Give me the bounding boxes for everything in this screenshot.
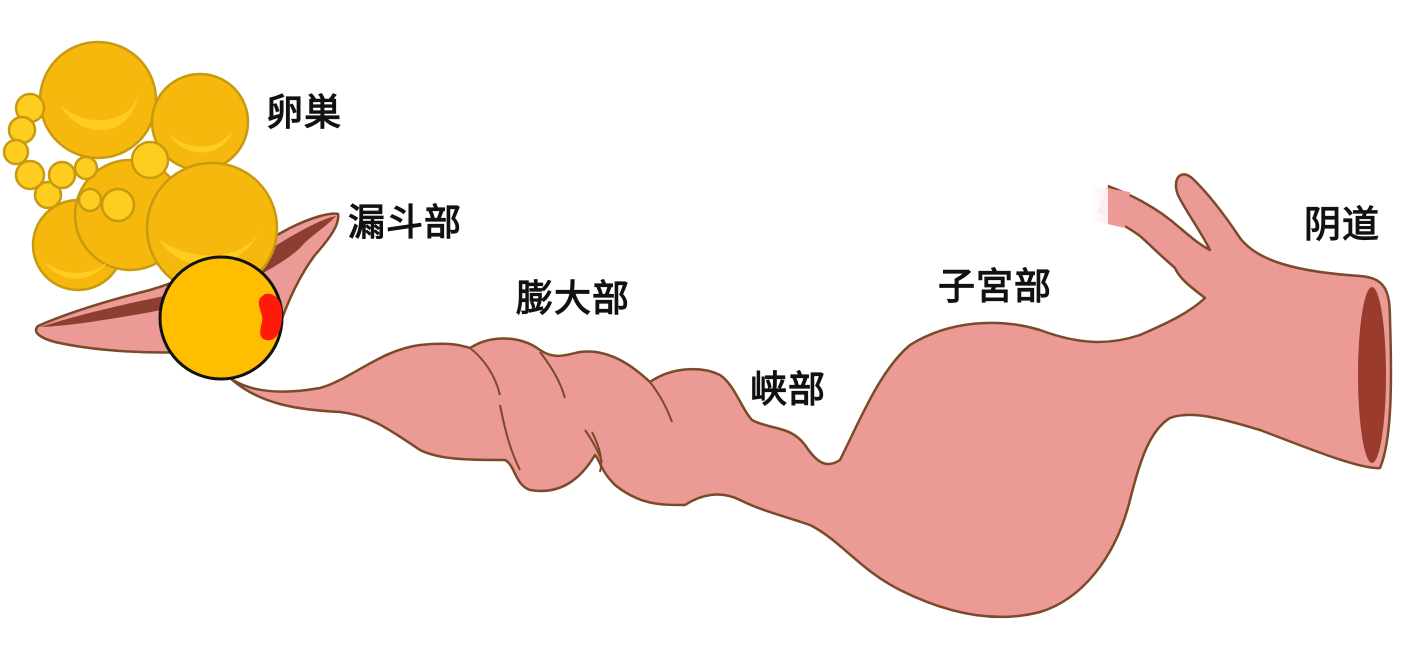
label-uterus: 子宮部 <box>938 265 1052 308</box>
ovary-highlights <box>45 95 260 279</box>
label-ovary: 卵巣 <box>266 91 342 134</box>
oviduct-and-uterus <box>228 173 1393 619</box>
vaginal-lumen <box>1358 287 1386 463</box>
label-infundibulum: 漏斗部 <box>348 201 462 244</box>
label-isthmus: 峡部 <box>750 368 826 411</box>
oocyte <box>158 255 284 381</box>
label-ampulla: 膨大部 <box>516 277 630 320</box>
label-vagina: 阴道 <box>1304 203 1380 246</box>
